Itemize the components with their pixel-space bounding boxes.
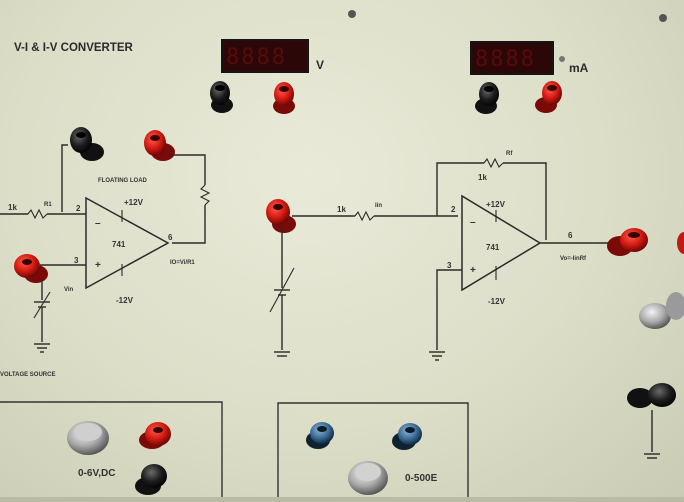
left-supply-pos: +12V xyxy=(124,198,144,207)
pin-3-label: 3 xyxy=(74,256,79,265)
opamp-right-label: 741 xyxy=(486,243,500,252)
right-black-terminal[interactable] xyxy=(627,383,676,408)
screw xyxy=(659,14,667,22)
screw xyxy=(559,56,565,62)
resistor-iin xyxy=(354,210,375,222)
resistor-rf xyxy=(483,157,504,169)
right-pin-3-label: 3 xyxy=(447,261,452,270)
voltmeter-display: 8888 xyxy=(221,39,309,73)
wire xyxy=(503,162,547,240)
floating-load-label: FLOATING LOAD xyxy=(98,178,148,184)
inverting-sign: – xyxy=(95,218,101,229)
pin-2-label: 2 xyxy=(76,204,81,213)
inverting-sign: – xyxy=(470,217,476,228)
ammeter-red-terminal[interactable] xyxy=(535,81,562,113)
variable-arrow xyxy=(33,291,51,319)
right-supply-neg: -12V xyxy=(488,297,506,306)
dc-red-terminal[interactable] xyxy=(139,422,171,449)
resistance-box xyxy=(277,402,469,497)
rf-name: Rf xyxy=(506,151,513,157)
resistance-blue-terminal-right[interactable] xyxy=(392,423,422,450)
right-output-equation: Vo=-IinRf xyxy=(560,256,587,262)
rf-value: 1k xyxy=(478,173,487,182)
dc-source-label: 0-6V,DC xyxy=(78,468,115,479)
dc-voltage-knob[interactable] xyxy=(67,421,109,455)
right-pin-2-label: 2 xyxy=(451,205,456,214)
iin-resistor-name: Iin xyxy=(375,203,382,209)
opamp-left-label: 741 xyxy=(112,240,126,249)
vin-red-terminal[interactable] xyxy=(14,254,48,283)
voltage-source-label: VOLTAGE SOURCE xyxy=(0,372,55,378)
svg-text:8888: 8888 xyxy=(475,47,536,72)
ammeter-black-terminal[interactable] xyxy=(475,82,499,114)
voltmeter-unit: V xyxy=(316,58,324,72)
wire xyxy=(436,269,462,350)
opamp-741-left xyxy=(85,196,170,290)
right-pin-6-label: 6 xyxy=(568,231,573,240)
opamp-741-right xyxy=(461,194,542,292)
wire xyxy=(436,162,484,216)
r1-value: 1k xyxy=(8,203,17,212)
resistance-blue-terminal-left[interactable] xyxy=(306,422,334,449)
panel-title: V-I & I-V CONVERTER xyxy=(14,42,134,54)
wire xyxy=(170,154,206,185)
vin-label: Vin xyxy=(64,287,74,293)
left-pin-6-label: 6 xyxy=(168,233,173,242)
dc-black-terminal[interactable] xyxy=(135,464,167,495)
voltmeter-black-terminal[interactable] xyxy=(210,81,233,113)
ammeter-display: 8888 xyxy=(470,41,554,75)
resistor-r1 xyxy=(27,208,48,220)
right-supply-pos: +12V xyxy=(486,200,506,209)
edge-red-terminal[interactable] xyxy=(677,232,684,254)
right-grey-knob[interactable] xyxy=(639,292,684,329)
ammeter-unit: mA xyxy=(569,61,589,75)
resistance-knob[interactable] xyxy=(348,461,388,495)
noninverting-sign: + xyxy=(470,265,476,276)
screw xyxy=(348,10,356,18)
wire xyxy=(61,144,68,212)
left-supply-neg: -12V xyxy=(116,296,134,305)
floating-load-red-terminal[interactable] xyxy=(144,130,175,161)
iin-resistor-value: 1k xyxy=(337,205,346,214)
r1-name: R1 xyxy=(44,202,52,208)
svg-text:8888: 8888 xyxy=(226,45,287,70)
wire xyxy=(172,205,206,244)
noninverting-sign: + xyxy=(95,260,101,271)
load-resistor xyxy=(199,184,211,206)
left-output-equation: IO=Vi/R1 xyxy=(170,260,195,266)
variable-arrow xyxy=(269,267,295,313)
vo-red-terminal[interactable] xyxy=(607,228,648,256)
resistance-box-label: 0-500E xyxy=(405,473,438,484)
voltmeter-red-terminal[interactable] xyxy=(273,82,295,114)
floating-load-black-terminal[interactable] xyxy=(70,127,104,161)
dc-source-box xyxy=(0,401,223,497)
iin-red-terminal[interactable] xyxy=(266,199,296,233)
